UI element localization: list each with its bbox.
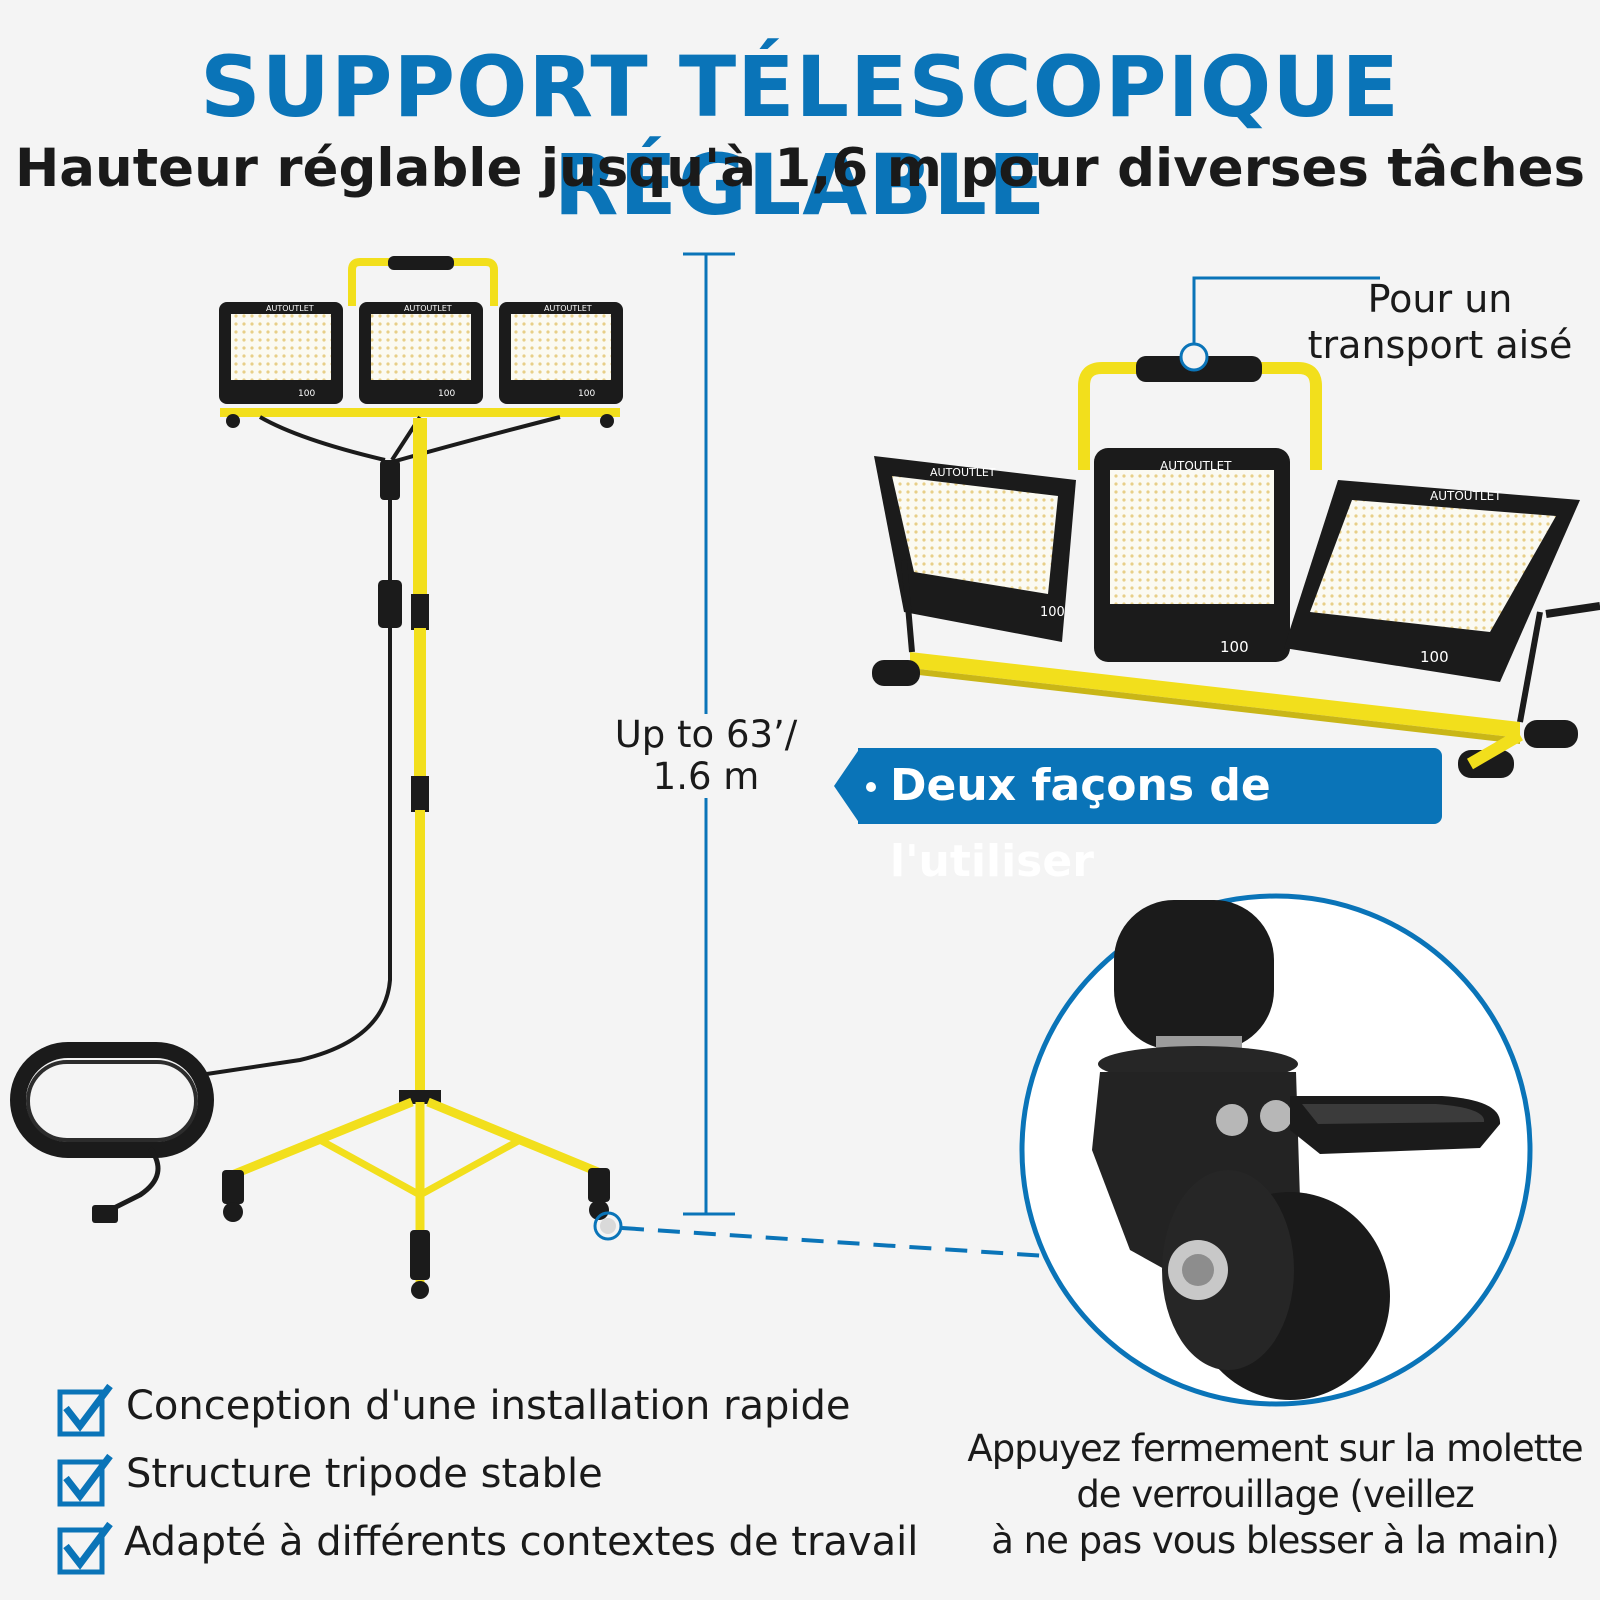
svg-text:100: 100 xyxy=(578,389,595,399)
usage-badge-arrow xyxy=(834,748,860,824)
checkbox-icon-1 xyxy=(57,1383,113,1437)
caster-wheel-zoom xyxy=(1019,893,1533,1407)
svg-text:AUTOUTLET: AUTOUTLET xyxy=(930,466,996,479)
svg-text:100: 100 xyxy=(1420,648,1449,666)
transport-label-line-1: Pour un xyxy=(1367,277,1513,321)
lamp-head-center: AUTOUTLET 100 xyxy=(359,302,483,404)
coiled-cable xyxy=(10,1042,214,1223)
svg-text:100: 100 xyxy=(438,389,455,399)
svg-text:100: 100 xyxy=(1220,638,1249,656)
tripod-work-light: AUTOUTLET 100 AUTOUTLET 100 AUTOUTLET 10… xyxy=(10,256,623,1299)
feature-text: Adapté à différents contextes de travail xyxy=(124,1519,919,1565)
wheel-caption-line-3: à ne pas vous blesser à la main) xyxy=(991,1519,1559,1562)
svg-text:AUTOUTLET: AUTOUTLET xyxy=(1430,489,1502,503)
brand-logo-text: AUTOUTLET xyxy=(266,304,314,313)
svg-text:100: 100 xyxy=(1040,605,1065,620)
lamp-head-left: AUTOUTLET 100 xyxy=(219,302,343,404)
height-label-line-1: Up to 63’/ xyxy=(614,713,798,756)
page-subtitle: Hauteur réglable jusqu'à 1,6 m pour dive… xyxy=(14,138,1586,199)
checkbox-icon-3 xyxy=(57,1521,113,1575)
svg-text:AUTOUTLET: AUTOUTLET xyxy=(404,304,452,313)
wheel-connector-line xyxy=(621,1226,1047,1258)
page-title: SUPPORT TÉLESCOPIQUE RÉGLABLE xyxy=(200,38,1400,234)
usage-badge: Deux façons de l'utiliser xyxy=(858,748,1442,887)
wheel-caption-line-2: de verrouillage (veillez xyxy=(1076,1473,1474,1516)
feature-item: Conception d'une installation rapide xyxy=(58,1372,918,1440)
usage-badge-dot xyxy=(866,782,876,792)
height-label: Up to 63’/ 1.6 m xyxy=(596,714,816,798)
wheel-caption: Appuyez fermement sur la molette de verr… xyxy=(950,1426,1600,1564)
wheel-caption-line-1: Appuyez fermement sur la molette xyxy=(967,1427,1583,1470)
transport-label-line-2: transport aisé xyxy=(1307,323,1573,367)
feature-list: Conception d'une installation rapide Str… xyxy=(58,1372,918,1576)
feature-text: Structure tripode stable xyxy=(126,1451,603,1497)
checkbox-icon-2 xyxy=(57,1453,113,1507)
svg-text:AUTOUTLET: AUTOUTLET xyxy=(1160,459,1232,473)
feature-item: Structure tripode stable xyxy=(58,1440,918,1508)
height-label-line-2: 1.6 m xyxy=(652,755,760,798)
lamp-head-right: AUTOUTLET 100 xyxy=(499,302,623,404)
ground-mode-light: AUTOUTLET 100 AUTOUTLET 100 AUTOUTLET 10… xyxy=(872,276,1600,778)
feature-text: Conception d'une installation rapide xyxy=(126,1383,851,1429)
transport-label: Pour un transport aisé xyxy=(1290,276,1590,368)
svg-text:AUTOUTLET: AUTOUTLET xyxy=(544,304,592,313)
svg-text:100: 100 xyxy=(298,389,315,399)
feature-item: Adapté à différents contextes de travail xyxy=(58,1508,918,1576)
